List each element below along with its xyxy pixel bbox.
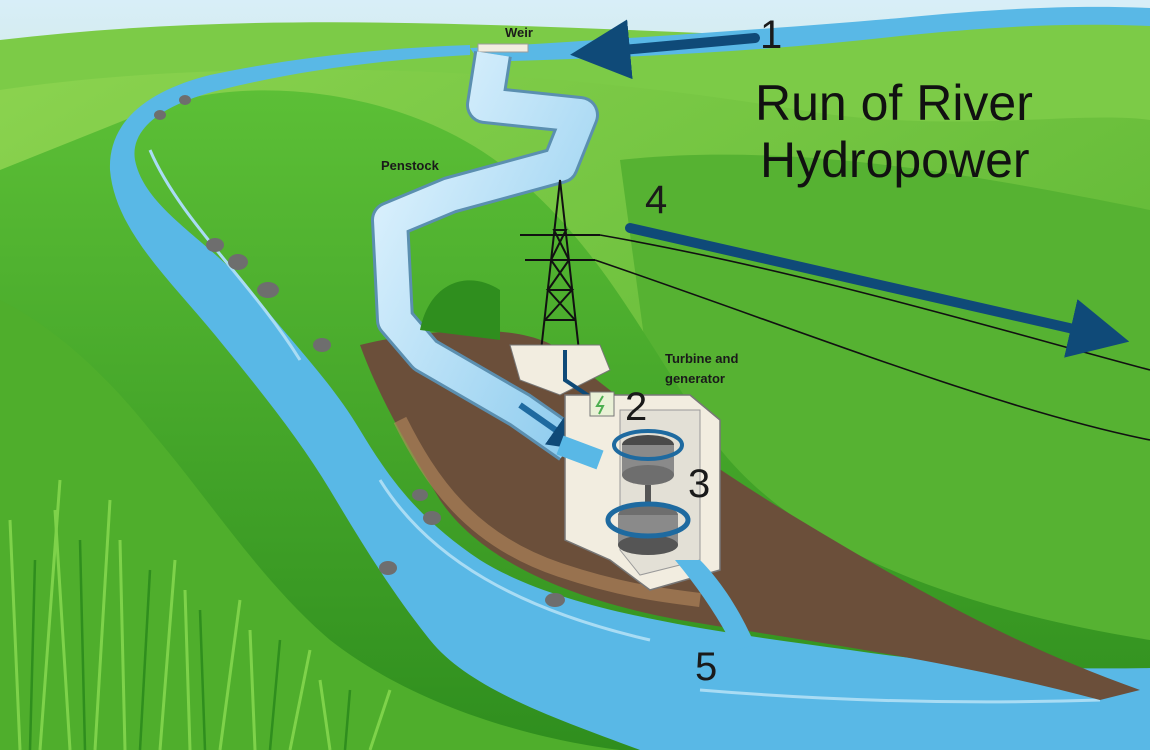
turbine-label-line-1: Turbine and — [665, 351, 738, 366]
title-line-1: Run of River — [755, 75, 1033, 131]
inflow — [556, 435, 604, 470]
turbine-icon — [605, 501, 691, 555]
turbine-label-line-2: generator — [665, 371, 725, 386]
grass-blades-dark — [28, 539, 352, 750]
river-ripple — [378, 479, 651, 642]
step-5: 5 — [695, 645, 717, 689]
lightning-icon — [589, 391, 615, 417]
rocks — [154, 95, 565, 607]
arrow-1 — [570, 19, 760, 80]
substation-base — [509, 344, 611, 396]
flow-arrow-pipe — [518, 402, 585, 451]
step-2: 2 — [625, 385, 647, 429]
penstock-label: Penstock — [381, 158, 440, 173]
outflow — [675, 560, 755, 650]
power-line — [594, 259, 1150, 441]
step-3: 3 — [688, 462, 710, 506]
weir-label: Weir — [505, 25, 533, 40]
step-4: 4 — [645, 178, 667, 222]
foreground-grass — [0, 300, 620, 750]
step-1: 1 — [760, 13, 782, 57]
penstock-pipe — [374, 51, 596, 459]
generator-icon — [612, 429, 684, 485]
gravel — [393, 416, 701, 607]
turbine-shaft — [645, 485, 651, 510]
river-ripple — [699, 688, 1101, 704]
grass-blades — [8, 479, 392, 750]
transmission-tower-icon — [520, 179, 600, 361]
lightning-bolt — [595, 395, 605, 415]
grass-tuft — [420, 280, 500, 340]
arrow-4 — [625, 223, 1130, 358]
weir-structure — [477, 43, 529, 53]
title-line-2: Hydropower — [760, 132, 1030, 188]
